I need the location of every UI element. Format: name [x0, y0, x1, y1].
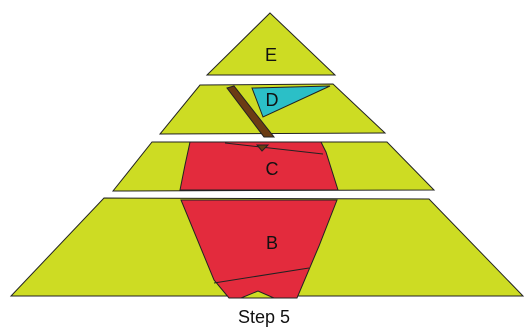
- piece-b-label: B: [266, 233, 278, 253]
- stem-shape: [226, 85, 276, 138]
- piece-b-cut-line: [213, 267, 310, 284]
- piece-c: C: [111, 141, 436, 192]
- piece-b: B: [9, 197, 525, 299]
- apple-bottom-shape: [180, 199, 338, 299]
- piece-e-shape: [205, 12, 337, 76]
- piece-b-notch-shape: [240, 290, 275, 299]
- apple-top-shape: [179, 141, 339, 191]
- step-caption: Step 5: [237, 307, 291, 327]
- piece-e: E: [205, 12, 337, 76]
- leaf-shape: [251, 85, 331, 118]
- stem-tip-shape: [255, 144, 270, 152]
- piece-e-label: E: [265, 45, 277, 65]
- piece-c-label: C: [266, 159, 279, 179]
- piece-d: D: [158, 83, 387, 138]
- piece-d-label: D: [266, 90, 279, 110]
- piece-c-cut-line: [224, 142, 324, 155]
